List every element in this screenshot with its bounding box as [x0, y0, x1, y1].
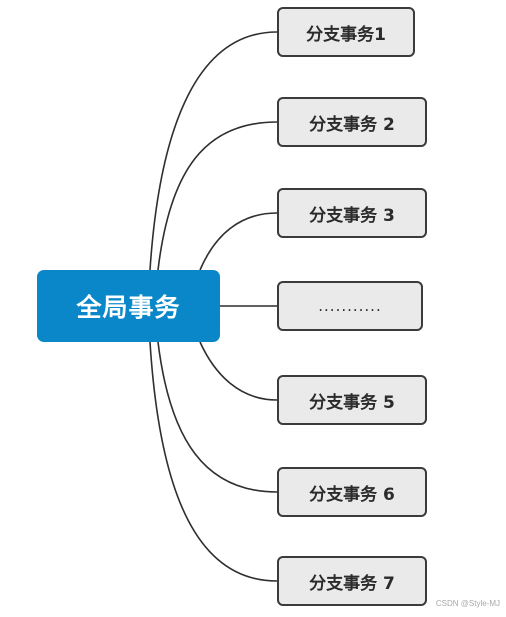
branch-topic-6[interactable]: 分支事务 6: [277, 467, 427, 517]
branch-topic-7[interactable]: 分支事务 7: [277, 556, 427, 606]
branch-topic-label: 分支事务 7: [309, 573, 395, 594]
central-topic[interactable]: 全局事务: [37, 270, 220, 342]
connector-branch-5: [199, 341, 278, 401]
branch-topic-label: 分支事务 6: [309, 484, 395, 505]
connector-branch-1: [149, 31, 278, 271]
branch-topic-label: 分支事务 3: [309, 205, 395, 226]
branch-topic-2[interactable]: 分支事务 2: [277, 97, 427, 147]
connector-branch-3: [199, 212, 278, 271]
central-topic-label: 全局事务: [76, 293, 181, 322]
connector-branch-6: [157, 341, 278, 493]
connector-branch-7: [149, 341, 278, 582]
branch-topic-1[interactable]: 分支事务1: [277, 7, 415, 57]
branch-topic-label: 分支事务 5: [309, 392, 395, 413]
watermark-text: CSDN @Style-MJ: [435, 599, 500, 608]
branch-topic-3[interactable]: 分支事务 3: [277, 188, 427, 238]
branch-topic-label: 分支事务1: [306, 24, 386, 45]
branch-topic-label: ...........: [318, 297, 382, 315]
branch-topic-label: 分支事务 2: [309, 114, 395, 135]
branch-topic-5[interactable]: 分支事务 5: [277, 375, 427, 425]
branch-topic-4[interactable]: ...........: [277, 281, 423, 331]
connector-branch-2: [157, 121, 278, 271]
